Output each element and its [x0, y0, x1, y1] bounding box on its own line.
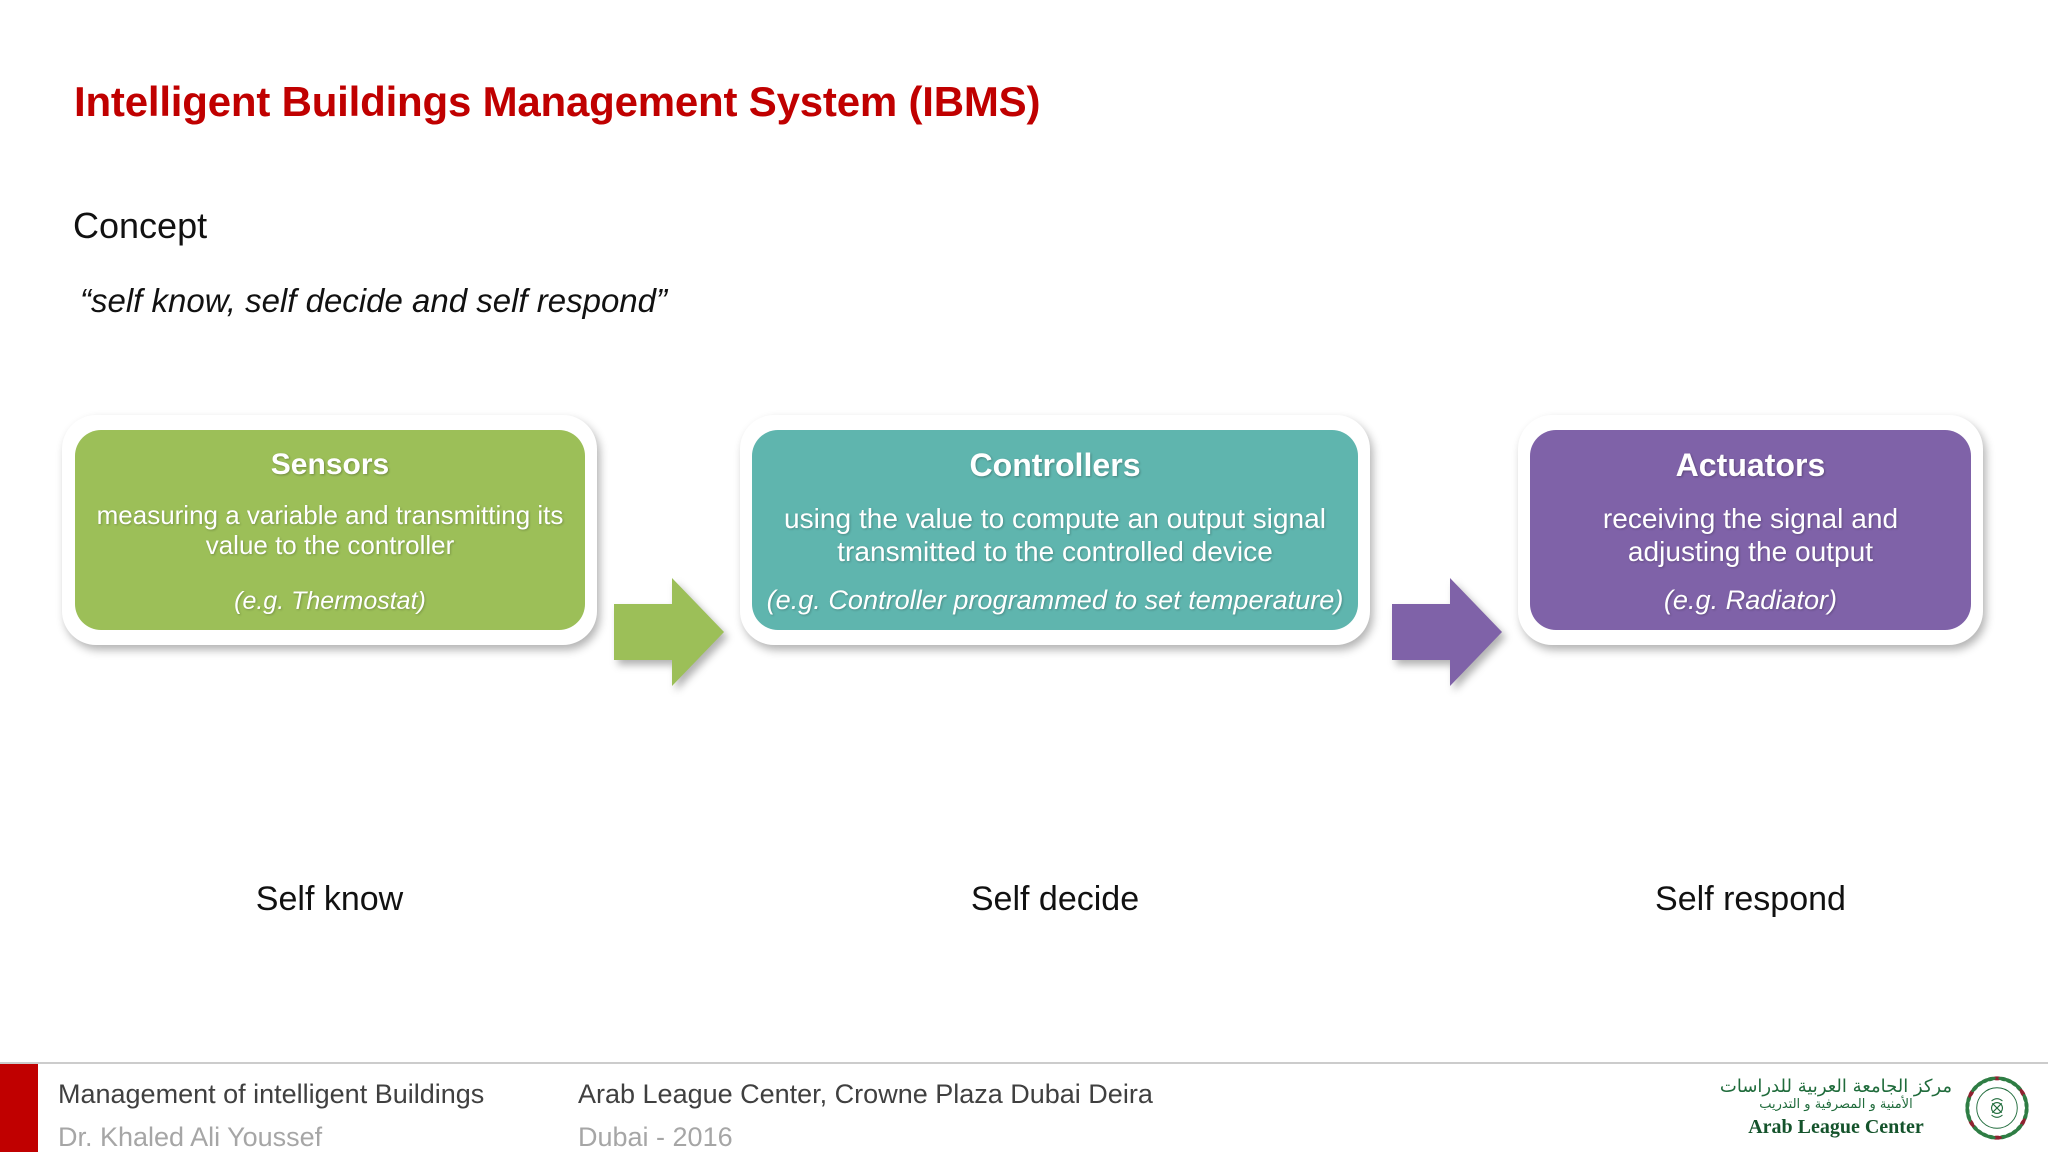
arab-league-emblem-icon	[1958, 1069, 2036, 1147]
node-actuators[interactable]: Actuators receiving the signal and adjus…	[1530, 430, 1971, 630]
node-actuators-description: receiving the signal and adjusting the o…	[1602, 502, 1899, 568]
node-controllers[interactable]: Controllers using the value to compute a…	[752, 430, 1358, 630]
page-title: Intelligent Buildings Management System …	[74, 78, 1041, 125]
footer-location-year: Dubai - 2016	[578, 1121, 733, 1152]
footer-course-title: Management of intelligent Buildings	[58, 1079, 485, 1109]
arrow-controllers-to-actuators-icon	[1392, 572, 1502, 692]
node-sensors-example: (e.g. Thermostat)	[234, 586, 426, 615]
arab-league-center-logo: مركز الجامعة العربية للدراسات الأمنية و …	[1720, 1065, 2036, 1151]
arrow-sensors-to-controllers-icon	[614, 572, 724, 692]
footer-divider	[0, 1062, 2048, 1064]
node-actuators-example: (e.g. Radiator)	[1663, 584, 1838, 616]
caption-self-decide: Self decide	[970, 880, 1140, 918]
caption-self-respond: Self respond	[1655, 880, 1846, 918]
logo-arabic-line2: الأمنية و المصرفية و التدريب	[1759, 1096, 1913, 1112]
node-sensors[interactable]: Sensors measuring a variable and transmi…	[75, 430, 585, 630]
node-actuators-title: Actuators	[1675, 447, 1826, 483]
logo-arabic-line1: مركز الجامعة العربية للدراسات	[1719, 1076, 1952, 1098]
footer-presenter-name: Dr. Khaled Ali Youssef	[58, 1121, 323, 1152]
footer-venue: Arab League Center, Crowne Plaza Dubai D…	[578, 1079, 1153, 1109]
node-sensors-title: Sensors	[270, 448, 390, 481]
concept-quote: “self know, self decide and self respond…	[80, 282, 667, 319]
section-label: Concept	[73, 205, 208, 246]
footer-middle-column: Arab League Center, Crowne Plaza Dubai D…	[578, 1078, 1153, 1155]
node-controllers-title: Controllers	[969, 447, 1141, 483]
caption-self-know: Self know	[255, 880, 404, 918]
logo-text-block: مركز الجامعة العربية للدراسات الأمنية و …	[1719, 1076, 1952, 1139]
logo-english-name: Arab League Center	[1748, 1115, 1924, 1138]
footer-accent-bar	[0, 1064, 38, 1152]
node-sensors-description: measuring a variable and transmitting it…	[96, 499, 564, 561]
footer-left-column: Management of intelligent Buildings Dr. …	[58, 1078, 484, 1155]
node-controllers-description: using the value to compute an output sig…	[784, 502, 1326, 568]
node-controllers-example: (e.g. Controller programmed to set tempe…	[766, 584, 1344, 616]
